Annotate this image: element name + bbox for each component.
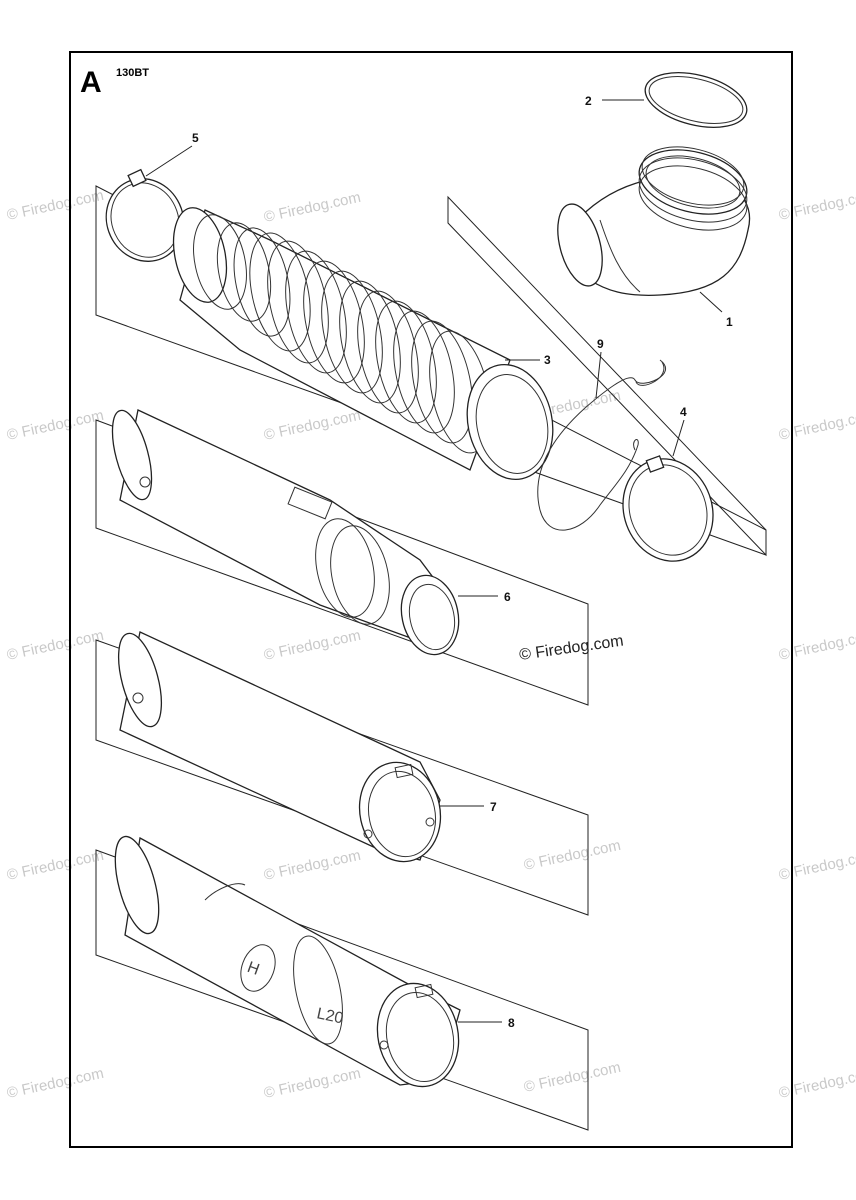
husqvarna-logo: H — [240, 944, 276, 992]
watermark: © Firedog.com — [5, 1065, 105, 1102]
assembly-plane-tube-6 — [95, 419, 589, 706]
part-6-tube — [111, 409, 460, 656]
watermark: © Firedog.com — [5, 627, 105, 664]
callout-2: 2 — [585, 94, 592, 108]
callout-5: 5 — [192, 131, 199, 145]
part-9-retaining-cord — [537, 359, 666, 531]
callout-3: 3 — [544, 353, 551, 367]
callout-1: 1 — [726, 315, 733, 329]
watermark: © Firedog.com — [262, 189, 362, 226]
section-letter: A — [80, 66, 102, 99]
watermark: © Firedog.com — [262, 627, 362, 664]
watermark: © Firedog.com — [262, 847, 362, 884]
leader-1 — [699, 291, 723, 313]
watermark: © Firedog.com — [777, 627, 856, 664]
watermark: © Firedog.com — [5, 407, 105, 444]
watermark: © Firedog.com — [522, 1059, 622, 1096]
tube-code-text: L20 — [315, 1005, 345, 1027]
assembly-plane-tube-7 — [95, 639, 589, 916]
part-2-gasket-ring — [644, 72, 748, 128]
watermark: © Firedog.com — [777, 407, 856, 444]
callout-8: 8 — [508, 1016, 515, 1030]
assembly-plane-tube-8 — [95, 849, 589, 1131]
leader-9 — [595, 351, 602, 399]
diagram-frame — [69, 51, 793, 1148]
part-7-tube — [117, 631, 442, 863]
part-3-flexible-hose — [172, 207, 554, 481]
callout-7: 7 — [490, 800, 497, 814]
tube-logo-text: H — [245, 959, 262, 979]
watermark: © Firedog.com — [5, 847, 105, 884]
watermark: © Firedog.com — [5, 187, 105, 224]
model-label: 130BT — [116, 67, 149, 79]
watermark-main: © Firedog.com — [518, 632, 624, 663]
part-5-hose-clamp — [105, 168, 185, 262]
callout-9: 9 — [597, 337, 604, 351]
part-4-hose-clamp — [622, 455, 714, 562]
watermark: © Firedog.com — [262, 1065, 362, 1102]
leader-4 — [672, 419, 685, 457]
watermark: © Firedog.com — [522, 837, 622, 874]
watermark: © Firedog.com — [777, 847, 856, 884]
callouts: 1 2 3 4 5 6 7 8 9 — [192, 94, 733, 1030]
watermark: © Firedog.com — [777, 1065, 856, 1102]
assembly-planes — [95, 185, 767, 1131]
part-1-elbow — [557, 146, 751, 296]
watermark: © Firedog.com — [262, 407, 362, 444]
callout-6: 6 — [504, 590, 511, 604]
leader-5 — [145, 145, 193, 177]
part-8-nozzle-tube: H L20 — [114, 835, 461, 1088]
leader-lines — [145, 99, 723, 1023]
callout-4: 4 — [680, 405, 687, 419]
watermark: © Firedog.com — [777, 187, 856, 224]
